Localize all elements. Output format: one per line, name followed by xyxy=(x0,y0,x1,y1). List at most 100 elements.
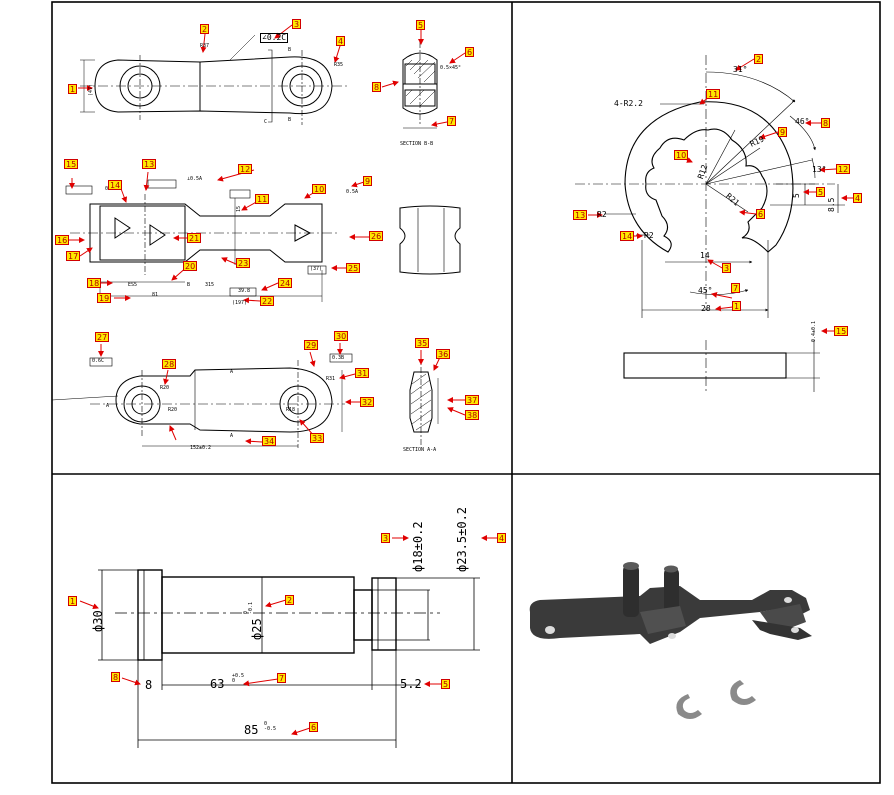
datum-b: B xyxy=(187,282,191,288)
flatness-callout: ∠0.2C xyxy=(260,33,289,43)
dim-d23: ф23.5±0.2 xyxy=(455,506,469,572)
callout-tag: 11 xyxy=(706,89,721,99)
callout-tag: 33 xyxy=(310,433,325,443)
callout-tag: 25 xyxy=(346,263,361,273)
dim-tl-0: (47) xyxy=(88,83,94,96)
dim-tl-4: 15 xyxy=(236,205,242,212)
callout-tag: 23 xyxy=(236,258,251,268)
callout-tag: 3 xyxy=(722,263,732,273)
dim-len8: 8 xyxy=(145,678,153,692)
dim-tr-6: 13° xyxy=(812,165,827,174)
dim-tl-18: R31 xyxy=(326,376,336,382)
callout-tag: 21 xyxy=(187,233,202,243)
callout-tag: 14 xyxy=(108,180,123,190)
dim-tl-1: R37 xyxy=(200,43,210,49)
dim-d18: ф18±0.2 xyxy=(411,521,425,572)
callout-tag: 29 xyxy=(304,340,319,350)
pin-drawing xyxy=(98,569,480,748)
dim-len85-tol: 0 -0.5 xyxy=(264,721,277,732)
callout-tag: 8 xyxy=(821,118,831,128)
dim-len85: 85 xyxy=(244,723,259,737)
callout-tag: 7 xyxy=(277,673,287,683)
section-mark-b2: B xyxy=(288,117,292,123)
section-b-label: SECTION B-B xyxy=(400,141,434,147)
bottom-link-view xyxy=(51,353,353,448)
callout-tag: 6 xyxy=(756,209,766,219)
circlip-outline xyxy=(624,101,794,253)
callout-tag: 5 xyxy=(816,187,826,197)
callout-tag: 32 xyxy=(360,397,375,407)
dim-d30: ф30 xyxy=(91,610,105,632)
callout-tag: 2 xyxy=(200,24,210,34)
callout-tag: 24 xyxy=(278,278,293,288)
callout-tag: 2 xyxy=(285,595,295,605)
dim-d25: ф25 xyxy=(250,618,264,640)
callout-tag: 15 xyxy=(64,159,79,169)
callout-tag: 13 xyxy=(573,210,588,220)
dim-tr-10: R2 xyxy=(644,231,654,240)
callout-tag: 5 xyxy=(441,679,451,689)
callout-tag: 1 xyxy=(68,84,78,94)
dim-tr-9: R2 xyxy=(597,210,607,219)
dim-tl-20: R18 xyxy=(286,407,296,413)
link-drawings xyxy=(51,34,461,448)
section-a-label: SECTION A-A xyxy=(403,447,437,453)
dim-tr-13: 28 xyxy=(701,304,711,313)
callout-tag: 22 xyxy=(260,296,275,306)
section-mark-a2: A xyxy=(230,433,234,439)
circlip-drawing xyxy=(575,55,845,392)
callout-tag: 9 xyxy=(363,176,373,186)
callout-tag: 34 xyxy=(262,436,277,446)
dim-tl-19: 0.3B xyxy=(332,355,345,361)
callout-tag: 12 xyxy=(836,164,851,174)
dim-tr-1: 31° xyxy=(733,65,748,74)
callout-tag: 6 xyxy=(465,47,475,57)
callout-tag: 7 xyxy=(447,116,457,126)
dim-tl-5: ⊥0.5A xyxy=(187,176,203,182)
dim-tr-5: R12 xyxy=(696,163,710,181)
callout-tag: 38 xyxy=(465,410,480,420)
sheet-frame xyxy=(51,1,881,784)
dim-tr-11: 14 xyxy=(700,251,710,260)
dim-tl-11: 39.8 xyxy=(238,288,251,294)
dim-tr-7: 5 xyxy=(792,193,801,198)
dim-tl-7: (197) xyxy=(232,300,248,306)
dim-tl-12: ES5 xyxy=(128,282,138,288)
callout-tag: 14 xyxy=(620,231,635,241)
callout-tag: 37 xyxy=(465,395,480,405)
callout-tag: 4 xyxy=(853,193,863,203)
dim-tl-13: 81 xyxy=(152,292,159,298)
callout-tag: 4 xyxy=(497,533,507,543)
section-a-view xyxy=(409,355,439,445)
section-b-view xyxy=(402,42,438,129)
callout-tag: 10 xyxy=(674,150,689,160)
callout-tag: 28 xyxy=(162,359,177,369)
callout-tag: 30 xyxy=(334,331,349,341)
callout-tag: 17 xyxy=(66,251,81,261)
dim-tl-16: R20 xyxy=(160,385,170,391)
dim-tl-2: R35 xyxy=(334,62,344,68)
callout-tag: 3 xyxy=(381,533,391,543)
dim-len63: 63 xyxy=(210,677,225,691)
dim-tr-4: R21 xyxy=(724,191,741,208)
callout-tag: 13 xyxy=(142,159,157,169)
dim-tl-17: R20 xyxy=(168,407,178,413)
callout-tag: 8 xyxy=(111,672,121,682)
callout-tag: 4 xyxy=(336,36,346,46)
callout-tag: 11 xyxy=(255,194,270,204)
callout-tag: 20 xyxy=(183,261,198,271)
section-mark-a1: A xyxy=(230,369,234,375)
callout-tag: 7 xyxy=(731,283,741,293)
callout-tag: 31 xyxy=(355,368,370,378)
callout-tag: 5 xyxy=(416,20,426,30)
callout-tag: 2 xyxy=(754,54,764,64)
callout-tag: 15 xyxy=(834,326,849,336)
callout-tag: 1 xyxy=(68,596,78,606)
callout-tag: 16 xyxy=(55,235,70,245)
callout-tag: 35 xyxy=(415,338,430,348)
dim-tl-15: 152±0.2 xyxy=(190,445,212,451)
dim-tl-14: 0.6C xyxy=(92,358,105,364)
section-mark-b1: B xyxy=(288,47,292,53)
dim-tl-10: 315 xyxy=(205,282,215,288)
callout-tag: 36 xyxy=(436,349,451,359)
